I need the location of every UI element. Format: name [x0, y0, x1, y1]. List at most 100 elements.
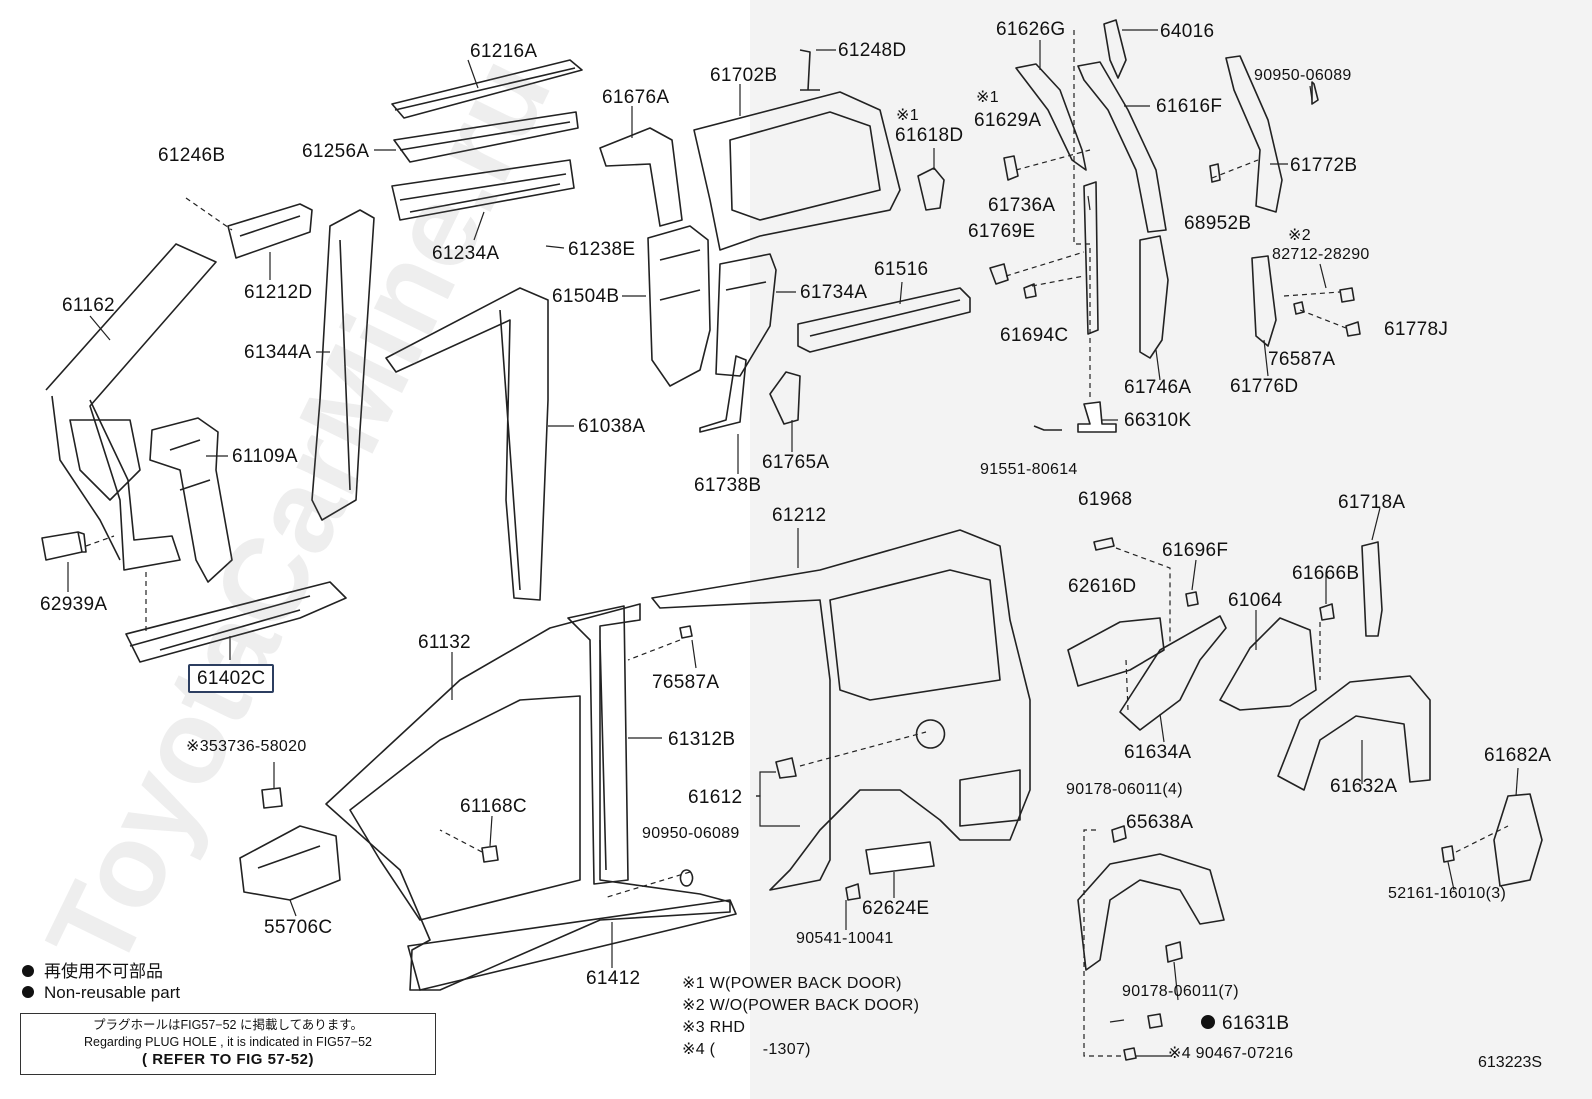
part-label-61402C-highlighted[interactable]: 61402C — [188, 664, 275, 693]
part-label-61238E[interactable]: 61238E — [568, 239, 636, 260]
part-label-62616D[interactable]: 62616D — [1068, 576, 1137, 597]
clip-61168C — [481, 845, 499, 863]
part-label-64016[interactable]: 64016 — [1160, 21, 1215, 42]
bracket-61618D — [917, 167, 945, 211]
panel-61064 — [1219, 617, 1317, 711]
part-label-61109A[interactable]: 61109A — [232, 446, 298, 467]
part-label-61616F[interactable]: 61616F — [1156, 96, 1223, 117]
part-label-61168C[interactable]: 61168C — [460, 796, 527, 817]
part-label-61968[interactable]: 61968 — [1078, 489, 1133, 510]
bracket-55706C — [239, 825, 341, 901]
part-label-61772B[interactable]: 61772B — [1290, 155, 1358, 176]
note-en: Regarding PLUG HOLE , it is indicated in… — [84, 1035, 372, 1049]
footnote-4: ※4 ( -1307) — [682, 1041, 811, 1058]
clip-61769E — [989, 263, 1009, 285]
part-label-76587A[interactable]: 76587A — [652, 672, 720, 693]
part-mark-61618D: ※1 — [896, 107, 919, 124]
part-label-61246B[interactable]: 61246B — [158, 145, 226, 166]
bracket-61676A — [599, 127, 683, 227]
part-label-61234A[interactable]: 61234A — [432, 243, 500, 264]
part-label-61746A[interactable]: 61746A — [1124, 377, 1192, 398]
part-label-90950-06089[interactable]: 90950-06089 — [642, 825, 740, 842]
pillar-61746A — [1139, 235, 1169, 359]
part-label-61212[interactable]: 61212 — [772, 505, 827, 526]
clip-61694C — [1023, 283, 1037, 299]
part-label-61216A[interactable]: 61216A — [470, 41, 538, 62]
part-label-76587A-top[interactable]: 76587A — [1268, 349, 1336, 370]
part-label-61736A[interactable]: 61736A — [988, 195, 1056, 216]
panel-61504B — [647, 225, 711, 387]
quarter-inner-61702B — [693, 91, 901, 251]
part-label-61694C[interactable]: 61694C — [1000, 325, 1069, 346]
part-label-61344A[interactable]: 61344A — [244, 342, 312, 363]
part-label-61734A[interactable]: 61734A — [800, 282, 868, 303]
non-reusable-dot-icon — [22, 985, 34, 998]
roof-rail-61256A — [393, 111, 579, 163]
part-label-61248D[interactable]: 61248D — [838, 40, 907, 61]
note-ref[interactable]: ( REFER TO FIG 57-52) — [142, 1051, 314, 1068]
part-label-82712-28290[interactable]: 82712-28290 — [1272, 246, 1370, 263]
part-label-90178-06011-7[interactable]: 90178-06011(7) — [1122, 983, 1239, 1000]
legend-jp-text: 再使用不可部品 — [44, 962, 163, 981]
part-label-61631B[interactable]: 61631B — [1222, 1013, 1290, 1034]
part-label-61702B[interactable]: 61702B — [710, 65, 778, 86]
part-label-90950-06089-top[interactable]: 90950-06089 — [1254, 67, 1352, 84]
part-label-52161-16010[interactable]: 52161-16010(3) — [1388, 885, 1507, 902]
part-label-61256A[interactable]: 61256A — [302, 141, 370, 162]
part-label-53736-58020[interactable]: ※353736-58020 — [186, 738, 307, 755]
part-label-66310K[interactable]: 66310K — [1124, 410, 1192, 431]
part-label-61212D[interactable]: 61212D — [244, 282, 313, 303]
part-label-65638A[interactable]: 65638A — [1126, 812, 1194, 833]
part-label-61778J[interactable]: 61778J — [1384, 319, 1449, 340]
rocker-61402C — [125, 581, 347, 663]
part-label-61634A[interactable]: 61634A — [1124, 742, 1192, 763]
quarter-outer-61212 — [651, 529, 1031, 891]
part-label-61765A[interactable]: 61765A — [762, 452, 830, 473]
part-label-68952B[interactable]: 68952B — [1184, 213, 1252, 234]
part-label-61682A[interactable]: 61682A — [1484, 745, 1552, 766]
part-label-90178-06011-4[interactable]: 90178-06011(4) — [1066, 781, 1183, 798]
part-label-61769E[interactable]: 61769E — [968, 221, 1036, 242]
leader-lines — [67, 29, 1519, 1057]
part-label-61618D[interactable]: 61618D — [895, 125, 964, 146]
part-label-61132[interactable]: 61132 — [418, 632, 471, 653]
part-label-55706C[interactable]: 55706C — [264, 917, 333, 938]
part-label-62939A[interactable]: 62939A — [40, 594, 108, 615]
part-label-61666B[interactable]: 61666B — [1292, 563, 1360, 584]
part-mark-61629A: ※1 — [976, 89, 999, 106]
dashed-lines — [85, 30, 1509, 1057]
wheelhouse-61632A — [1277, 675, 1431, 791]
footnote-1: ※1 W(POWER BACK DOOR) — [682, 975, 902, 992]
pillar-61344A — [311, 209, 375, 521]
part-label-61504B[interactable]: 61504B — [552, 286, 620, 307]
clip-61666B — [1319, 603, 1335, 621]
part-label-61516[interactable]: 61516 — [874, 259, 929, 280]
part-label-61696F[interactable]: 61696F — [1162, 540, 1229, 561]
retainer-66310K — [1077, 401, 1117, 433]
bracket-61696F — [1185, 591, 1199, 607]
part-label-61038A[interactable]: 61038A — [578, 416, 646, 437]
non-reusable-dot-icon — [22, 964, 34, 977]
part-label-61629A[interactable]: 61629A — [974, 110, 1042, 131]
part-label-61718A[interactable]: 61718A — [1338, 492, 1406, 513]
pad-62939A — [41, 531, 87, 561]
part-label-61312B[interactable]: 61312B — [668, 729, 736, 750]
part-label-61626G[interactable]: 61626G — [996, 19, 1066, 40]
part-label-91551-80614[interactable]: 91551-80614 — [980, 461, 1078, 478]
part-label-61412[interactable]: 61412 — [586, 968, 641, 989]
part-label-90467-07216[interactable]: ※4 90467-07216 — [1168, 1045, 1294, 1062]
part-label-61738B[interactable]: 61738B — [694, 475, 762, 496]
part-label-61612[interactable]: 61612 — [688, 787, 743, 808]
part-label-90541-10041[interactable]: 90541-10041 — [796, 930, 894, 947]
part-label-61776D[interactable]: 61776D — [1230, 376, 1299, 397]
roof-rail-61216A — [391, 59, 583, 119]
pillar-61312B — [567, 605, 629, 885]
part-label-61162[interactable]: 61162 — [62, 295, 115, 316]
pad-62624E — [865, 841, 935, 875]
part-label-61676A[interactable]: 61676A — [602, 87, 670, 108]
part-label-62624E[interactable]: 62624E — [862, 898, 930, 919]
pillar-61772B — [1225, 55, 1283, 213]
part-label-61064[interactable]: 61064 — [1228, 590, 1283, 611]
part-label-61632A[interactable]: 61632A — [1330, 776, 1398, 797]
